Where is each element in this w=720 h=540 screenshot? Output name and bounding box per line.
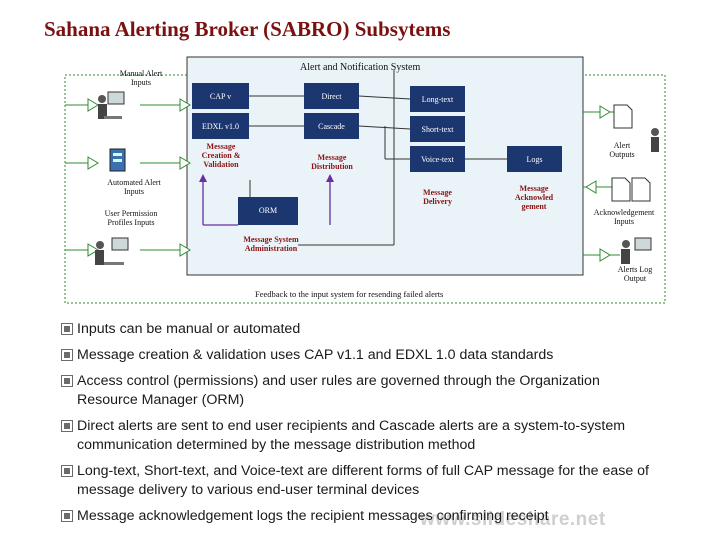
- bullet-text: Message acknowledgement logs the recipie…: [77, 508, 549, 524]
- alert-outputs-label: Alert Outputs: [602, 141, 642, 159]
- bullet-item: Access control (permissions) and user ru…: [60, 372, 650, 410]
- bullet-text: Long-text, Short-text, and Voice-text ar…: [77, 463, 649, 498]
- bullet-item: Message creation & validation uses CAP v…: [60, 346, 650, 365]
- administration-label: Message System Administration: [236, 235, 306, 253]
- checkbox-bullet-icon: [61, 323, 73, 335]
- box-voice-text-label: Voice-text: [410, 155, 465, 164]
- bullet-text: Access control (permissions) and user ru…: [77, 373, 600, 408]
- checkbox-bullet-icon: [61, 375, 73, 387]
- bullet-list: Inputs can be manual or automated Messag…: [60, 320, 650, 533]
- user-computer-icon: [98, 92, 124, 119]
- box-orm-label: ORM: [238, 206, 298, 215]
- bullet-item: Inputs can be manual or automated: [60, 320, 650, 339]
- delivery-label: Message Delivery: [410, 188, 465, 206]
- bullet-item: Message acknowledgement logs the recipie…: [60, 507, 650, 526]
- system-title: Alert and Notification System: [300, 63, 420, 72]
- feedback-label: Feedback to the input system for resendi…: [255, 290, 443, 299]
- box-edxl-label: EDXL v1.0: [192, 122, 249, 131]
- bullet-text: Message creation & validation uses CAP v…: [77, 347, 553, 363]
- log-outputs-label: Alerts Log Output: [610, 265, 660, 283]
- box-short-text-label: Short-text: [410, 125, 465, 134]
- ack-inputs-label: Acknowledgement Inputs: [584, 208, 664, 226]
- bullet-text: Direct alerts are sent to end user recip…: [77, 418, 625, 453]
- bullet-text: Inputs can be manual or automated: [77, 321, 300, 337]
- bullet-item: Direct alerts are sent to end user recip…: [60, 417, 650, 455]
- box-direct-label: Direct: [304, 92, 359, 101]
- ack-document-icon: [612, 178, 650, 201]
- automated-system-icon: [110, 149, 125, 171]
- log-operator-icon: [621, 238, 651, 264]
- automated-inputs-label: Automated Alert Inputs: [104, 178, 164, 196]
- checkbox-bullet-icon: [61, 349, 73, 361]
- permission-inputs-label: User Permission Profiles Inputs: [96, 209, 166, 227]
- manual-inputs-label: Manual Alert Inputs: [116, 69, 166, 87]
- acknowledgement-label: Message Acknowled gement: [503, 184, 565, 211]
- distribution-label: Message Distribution: [302, 153, 362, 171]
- checkbox-bullet-icon: [61, 465, 73, 477]
- checkbox-bullet-icon: [61, 420, 73, 432]
- creation-label: Message Creation & Validation: [193, 142, 249, 169]
- box-logs-label: Logs: [507, 155, 562, 164]
- box-cascade-label: Cascade: [304, 122, 359, 131]
- checkbox-bullet-icon: [61, 510, 73, 522]
- box-cap-label: CAP v: [192, 92, 249, 101]
- admin-computer-icon: [95, 238, 128, 265]
- bullet-item: Long-text, Short-text, and Voice-text ar…: [60, 462, 650, 500]
- box-long-text-label: Long-text: [410, 95, 465, 104]
